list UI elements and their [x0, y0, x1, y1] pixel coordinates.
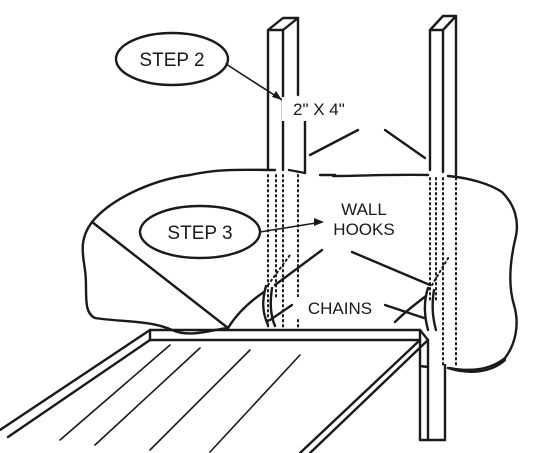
right-board	[418, 14, 458, 442]
step2-arrowhead	[272, 91, 282, 100]
step2-callout: STEP 2	[114, 31, 283, 101]
board-label-bg	[282, 97, 374, 121]
step3-arrowhead	[314, 218, 324, 226]
step3-label: STEP 3	[167, 223, 232, 244]
step2-ellipse	[114, 31, 230, 87]
step2-leader	[225, 63, 283, 101]
wall-outline-right	[446, 358, 507, 373]
wall-hooks	[267, 248, 451, 287]
wall-outline	[81, 168, 519, 372]
wall-hooks-label-line2: HOOKS	[333, 220, 394, 239]
chains	[226, 284, 438, 332]
step3-callout: STEP 3	[138, 204, 324, 260]
wall-hooks-label-line1: WALL	[341, 200, 387, 219]
step3-leader	[259, 221, 323, 233]
shelf	[0, 328, 430, 453]
left-board	[266, 16, 307, 331]
chains-label-bg	[296, 297, 384, 319]
step2-label: STEP 2	[139, 50, 204, 71]
board-size-label: 2" X 4"	[293, 100, 345, 119]
chains-label: CHAINS	[308, 299, 372, 318]
board-pointers	[308, 128, 427, 160]
hooks-label-bg	[326, 198, 412, 244]
